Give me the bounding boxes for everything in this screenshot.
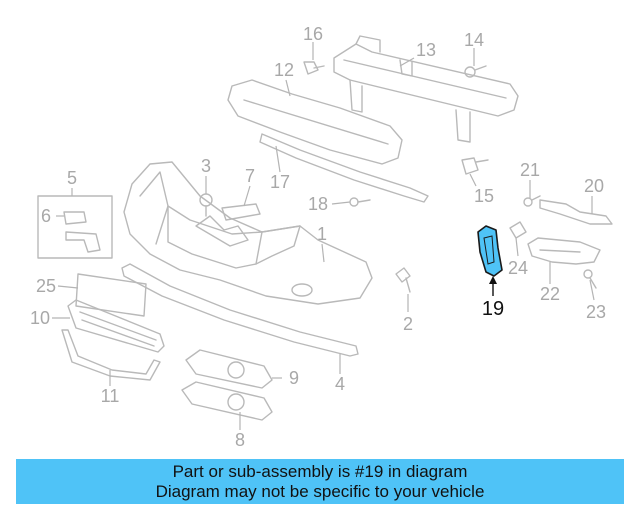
label-23: 23	[586, 302, 606, 322]
part-14-bolt	[464, 65, 487, 78]
label-3: 3	[201, 156, 211, 176]
leader-lines	[52, 42, 595, 430]
label-24: 24	[508, 258, 528, 278]
part-17-upper-strip	[259, 133, 429, 203]
part-1-bumper-cover	[123, 161, 373, 305]
label-10: 10	[30, 308, 50, 328]
part-19-highlighted-bracket[interactable]	[477, 225, 503, 277]
label-9: 9	[289, 368, 299, 388]
part-23-screw	[583, 269, 597, 289]
banner-line-2: Diagram may not be specific to your vehi…	[155, 482, 485, 501]
info-banner: Part or sub-assembly is #19 in diagram D…	[16, 459, 624, 504]
part-8-fog-bezel	[181, 381, 273, 421]
label-1: 1	[317, 224, 327, 244]
label-16: 16	[303, 24, 323, 44]
label-8: 8	[235, 430, 245, 450]
label-6: 6	[41, 206, 51, 226]
label-20: 20	[584, 176, 604, 196]
part-13-reinforcement-beam	[333, 35, 519, 143]
part-10-grille	[67, 299, 165, 353]
label-15: 15	[474, 186, 494, 206]
label-11: 11	[101, 386, 120, 406]
label-14: 14	[464, 30, 484, 50]
part-15-bolt	[461, 157, 489, 175]
label-25: 25	[36, 276, 56, 296]
label-19-highlighted: 19	[482, 298, 504, 320]
part-11-molding	[61, 329, 161, 381]
part-24-clip	[509, 221, 527, 239]
label-7: 7	[245, 166, 255, 186]
banner-line-1: Part or sub-assembly is #19 in diagram	[172, 462, 468, 481]
part-12-energy-absorber	[227, 79, 403, 165]
part-21-bolt	[523, 195, 541, 207]
part-5-bracket-set	[37, 195, 113, 259]
label-21: 21	[520, 160, 540, 180]
part-7-bracket	[221, 203, 261, 221]
label-12: 12	[274, 60, 294, 80]
part-22-bracket	[527, 237, 601, 265]
label-17: 17	[270, 172, 290, 192]
label-2: 2	[403, 314, 413, 334]
part-18-screw	[349, 197, 371, 207]
part-16-bolt	[303, 61, 325, 75]
label-13: 13	[416, 40, 436, 60]
label-22: 22	[540, 284, 560, 304]
part-25-license-bracket	[75, 273, 147, 317]
label-4: 4	[335, 374, 345, 394]
part-2-bolt	[395, 267, 411, 293]
part-4-lower-strip	[121, 263, 359, 357]
label-5: 5	[67, 168, 77, 188]
parts-diagram: 16 13 14 12 3 7 17 15 21 20 5 6 18 1 24 …	[30, 24, 613, 450]
part-labels: 16 13 14 12 3 7 17 15 21 20 5 6 18 1 24 …	[30, 24, 606, 450]
part-20-bracket	[539, 199, 613, 225]
part-9-fog-bezel	[185, 349, 273, 389]
label-18: 18	[308, 194, 328, 214]
part-19-pointer-arrow	[489, 276, 497, 296]
